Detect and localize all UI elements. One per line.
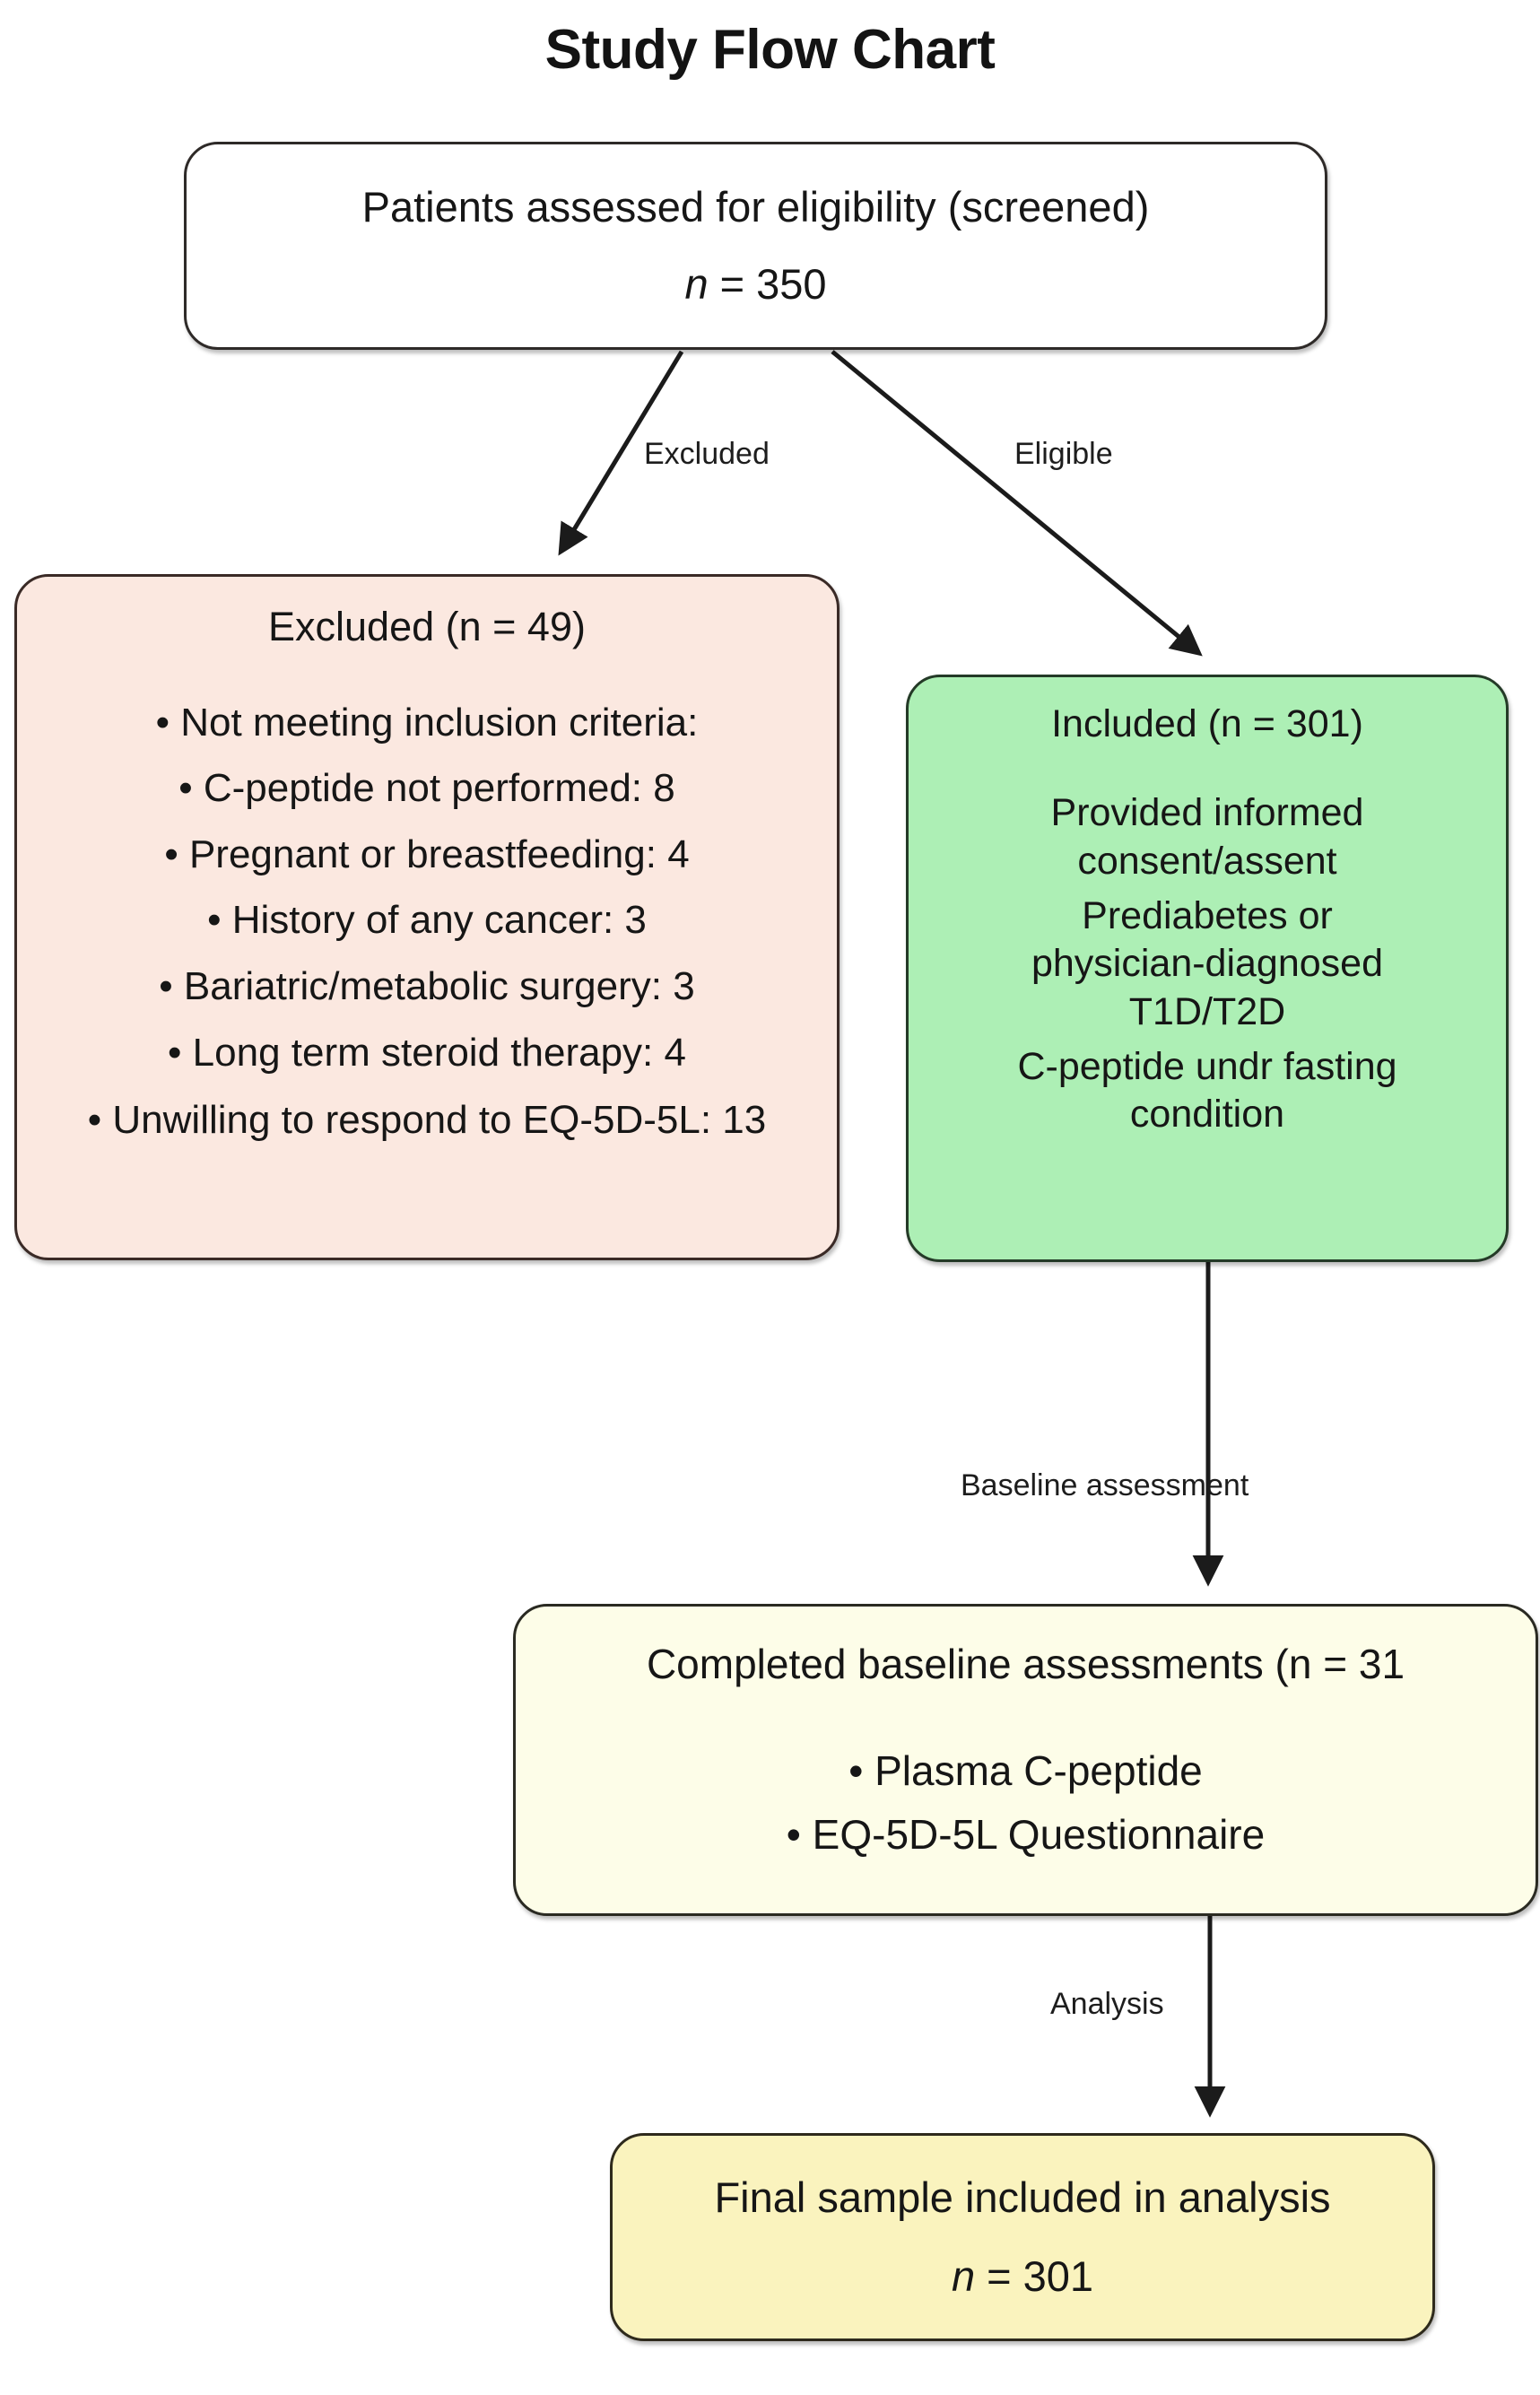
edge-screened-to-included	[831, 350, 1203, 657]
list-item: • Bariatric/metabolic surgery: 3	[159, 963, 695, 1008]
node-final-label: Final sample included in analysis	[714, 2173, 1331, 2221]
included-criterion-cpeptide: C-peptide undr fasting condition	[1017, 1043, 1396, 1139]
node-screened-count: n = 350	[684, 258, 826, 310]
criterion-line: Provided informed	[1050, 791, 1364, 835]
node-screened-label: Patients assessed for eligibility (scree…	[361, 182, 1150, 231]
edge-screened-to-excluded	[558, 350, 684, 556]
n-value: = 350	[708, 260, 827, 308]
criterion-line: condition	[1129, 1093, 1285, 1137]
n-symbol: n	[684, 260, 709, 308]
n-symbol: n	[951, 2252, 976, 2300]
node-patients-screened[interactable]: Patients assessed for eligibility (scree…	[184, 142, 1327, 350]
criterion-line: consent/assent	[1077, 839, 1337, 883]
node-final-sample[interactable]: Final sample included in analysis n = 30…	[610, 2133, 1435, 2341]
list-item: • C-peptide not performed: 8	[178, 766, 675, 811]
node-excluded-header: Excluded (n = 49)	[268, 604, 586, 649]
criterion-line: physician-diagnosed	[1031, 942, 1384, 986]
list-item: • History of any cancer: 3	[207, 898, 647, 943]
n-value: = 301	[975, 2252, 1094, 2300]
baseline-bullet-list: • Plasma C-peptide • EQ-5D-5L Questionna…	[787, 1746, 1265, 1873]
edge-label-baseline-assessment: Baseline assessment	[961, 1468, 1249, 1502]
criterion-line: Prediabetes or	[1082, 893, 1333, 937]
excluded-bullet-list: • Not meeting inclusion criteria: • C-pe…	[17, 699, 837, 1145]
edge-label-excluded: Excluded	[644, 437, 770, 471]
list-item: • Unwilling to respond to EQ-5D-5L: 13	[87, 1098, 767, 1143]
criterion-line: C-peptide undr fasting	[1017, 1044, 1397, 1088]
criterion-line: T1D/T2D	[1128, 989, 1286, 1033]
edge-label-analysis: Analysis	[1050, 1987, 1164, 2021]
page-title: Study Flow Chart	[544, 19, 996, 81]
edge-label-eligible: Eligible	[1014, 437, 1113, 471]
node-included-header: Included (n = 301)	[1051, 702, 1363, 745]
included-criterion-diagnosis: Prediabetes or physician-diagnosed T1D/T…	[1031, 893, 1383, 1036]
node-baseline-header: Completed baseline assessments (n = 31	[646, 1641, 1405, 1687]
node-included[interactable]: Included (n = 301) Provided informed con…	[906, 675, 1509, 1262]
node-final-count: n = 301	[952, 2251, 1093, 2303]
node-excluded[interactable]: Excluded (n = 49) • Not meeting inclusio…	[14, 574, 840, 1260]
list-item: • Plasma C-peptide	[848, 1747, 1203, 1795]
list-item: • Long term steroid therapy: 4	[168, 1030, 686, 1075]
node-completed-baseline-assessments[interactable]: Completed baseline assessments (n = 31 •…	[513, 1604, 1538, 1916]
list-item: • Pregnant or breastfeeding: 4	[164, 832, 690, 876]
included-criterion-consent: Provided informed consent/assent	[1051, 789, 1364, 885]
list-item: • EQ-5D-5L Questionnaire	[786, 1811, 1266, 1859]
list-item: • Not meeting inclusion criteria:	[155, 700, 699, 745]
